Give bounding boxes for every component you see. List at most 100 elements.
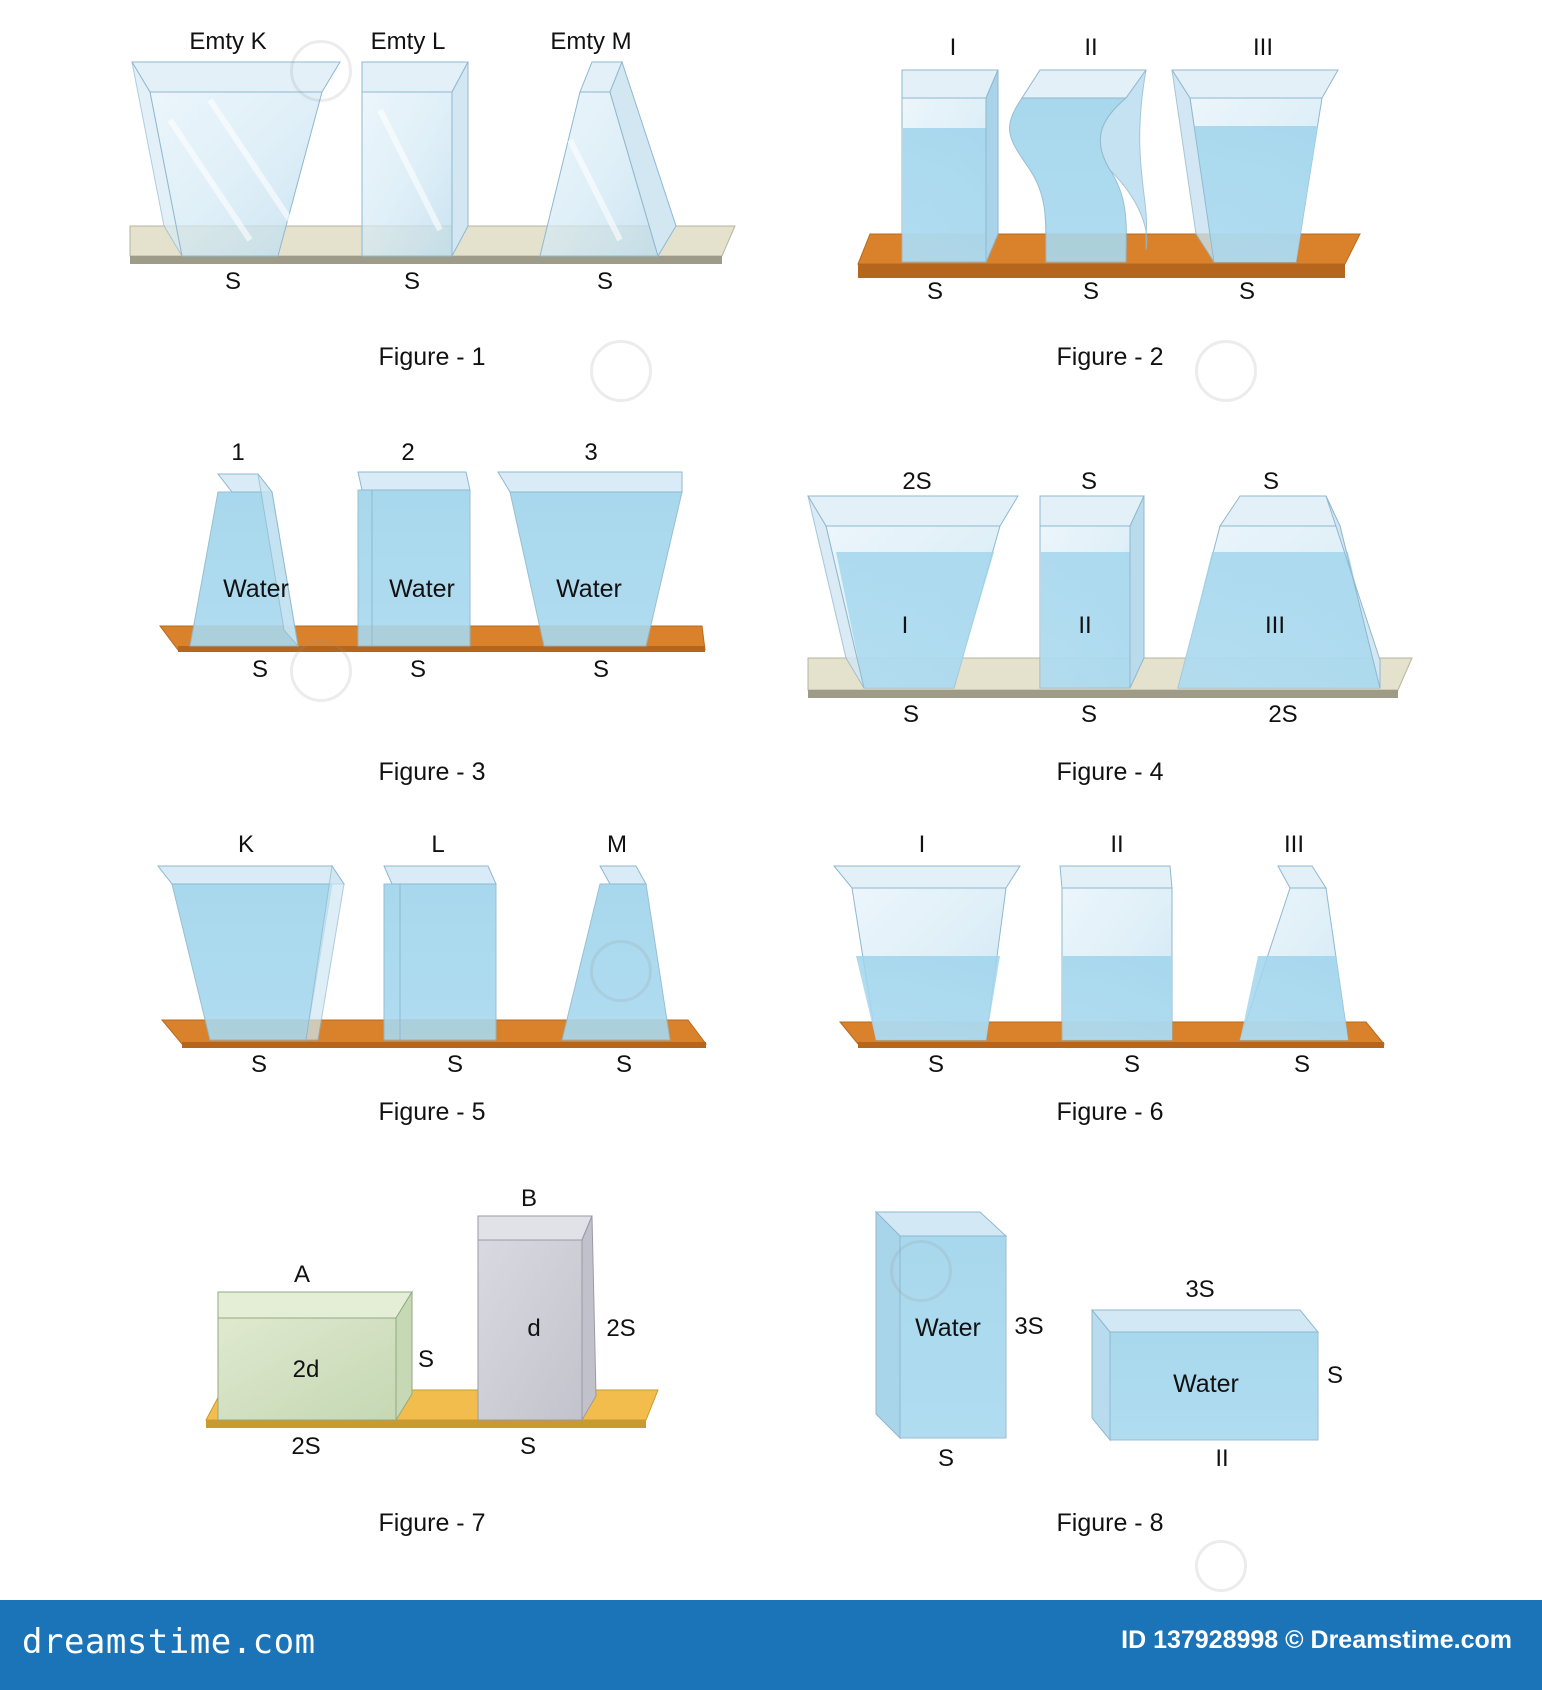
fig8-side-label-s: S [1327, 1362, 1343, 1389]
container-emty-m [539, 60, 677, 258]
fig5-top-label-l: L [431, 831, 444, 858]
water-fill [357, 489, 471, 647]
fig3-top-label-1: 1 [231, 439, 244, 466]
fig7-top-label-a: A [294, 1261, 310, 1288]
water-fill [1194, 126, 1318, 262]
fig4-top-label-2: S [1081, 468, 1097, 495]
wide-water-block [1090, 1308, 1320, 1442]
shelf-beige-front [808, 690, 1398, 698]
figure-8-title: Figure - 8 [1057, 1509, 1164, 1537]
fig5-top-label-k: K [238, 831, 254, 858]
fig1-top-label-l: Emty L [371, 28, 446, 55]
block-b [477, 1215, 597, 1422]
footer-bar: dreamstime.com ID 137928998 © Dreamstime… [0, 1600, 1542, 1690]
figure-3-title: Figure - 3 [379, 758, 486, 786]
shelf-orange-front [182, 1042, 706, 1048]
fig8-bottom-label-s: S [938, 1445, 954, 1472]
water-fill [1109, 1331, 1319, 1441]
water-fill [1240, 956, 1348, 1040]
fig3-water-label-1: Water [223, 575, 289, 603]
fig2-bottom-label-1: S [927, 278, 943, 305]
fig3-bottom-label-3: S [593, 656, 609, 683]
water-fill [509, 491, 683, 647]
fig8-side-label-3s: 3S [1014, 1313, 1043, 1340]
water-fill [561, 883, 671, 1041]
fig1-top-label-k: Emty K [189, 28, 266, 55]
figure-2: I II III S S S Figure - 2 [857, 34, 1361, 371]
water-fill [1041, 552, 1130, 687]
tall-water-block [874, 1210, 1008, 1440]
fig3-bottom-label-2: S [410, 656, 426, 683]
water-fill [836, 552, 994, 688]
figure-4: 2S S S I II III S S 2S Figure - 4 [807, 468, 1413, 786]
container-i [901, 69, 999, 263]
container-iii [1171, 69, 1339, 263]
fig7-top-label-b: B [521, 1185, 537, 1212]
shelf-yellow-front [206, 1420, 646, 1428]
container-emty-l [361, 61, 469, 257]
footer-image-credit: ID 137928998 © Dreamstime.com [1121, 1626, 1512, 1654]
fig4-inner-label-iii: III [1265, 612, 1285, 639]
fig4-inner-label-ii: II [1078, 612, 1091, 639]
fig4-inner-label-i: I [902, 612, 909, 639]
figure-8: Water Water 3S S 3S S II Figure - 8 [874, 1210, 1343, 1537]
figure-1-title: Figure - 1 [379, 343, 486, 371]
fig8-water-label-2: Water [1173, 1370, 1239, 1398]
container-ii [1039, 495, 1145, 689]
fig6-bottom-label-2: S [1124, 1051, 1140, 1078]
fig3-top-label-3: 3 [584, 439, 597, 466]
fig1-bottom-label-2: S [404, 268, 420, 295]
shelf-orange-front [178, 646, 705, 652]
container-i [807, 495, 1019, 689]
fig4-bottom-label-3: 2S [1268, 701, 1297, 728]
fig3-top-label-2: 2 [401, 439, 414, 466]
water-fill [1063, 956, 1172, 1040]
figure-7: A B 2d d S 2S 2S S Figure - 7 [205, 1185, 659, 1537]
container-l [383, 865, 497, 1041]
fig5-bottom-label-2: S [447, 1051, 463, 1078]
container-2 [357, 471, 471, 647]
fig2-bottom-label-2: S [1083, 278, 1099, 305]
fig7-bottom-label-s: S [520, 1433, 536, 1460]
shelf-orange-front [858, 264, 1345, 278]
fig3-water-label-3: Water [556, 575, 622, 603]
water-fill [171, 883, 333, 1041]
fig6-bottom-label-1: S [928, 1051, 944, 1078]
container-ii [1059, 865, 1173, 1041]
fig1-bottom-label-1: S [225, 268, 241, 295]
fig8-water-label-1: Water [915, 1314, 981, 1342]
fig4-bottom-label-1: S [903, 701, 919, 728]
fig8-bottom-label-ii: II [1215, 1445, 1228, 1472]
fig5-bottom-label-3: S [616, 1051, 632, 1078]
fig7-side-label-s: S [418, 1346, 434, 1373]
figure-5: K L M S S S Figure - 5 [156, 831, 707, 1126]
fig6-top-label-i: I [919, 831, 926, 858]
fig6-bottom-label-3: S [1294, 1051, 1310, 1078]
figure-7-title: Figure - 7 [379, 1509, 486, 1537]
fig2-top-label-iii: III [1253, 34, 1273, 61]
figure-6: I II III S S S Figure - 6 [832, 831, 1386, 1126]
container-iii [1177, 495, 1381, 689]
diagram-canvas: Emty K Emty L Emty M S S S Figure - 1 I … [129, 28, 1413, 1537]
fig7-bottom-label-2s: 2S [291, 1433, 320, 1460]
water-fill [383, 883, 497, 1041]
container-i [832, 865, 1021, 1041]
container-m [561, 865, 671, 1041]
fig2-top-label-i: I [950, 34, 957, 61]
figure-6-title: Figure - 6 [1057, 1098, 1164, 1126]
fig4-top-label-1: 2S [902, 468, 931, 495]
shelf-orange-front [858, 1042, 1384, 1048]
water-fill [856, 956, 1000, 1040]
fig2-top-label-ii: II [1084, 34, 1097, 61]
fig5-top-label-m: M [607, 831, 627, 858]
container-k [156, 864, 345, 1041]
water-fill [1178, 552, 1380, 688]
container-emty-k [131, 61, 341, 257]
fig5-bottom-label-1: S [251, 1051, 267, 1078]
fig2-bottom-label-3: S [1239, 278, 1255, 305]
footer-brand-logo[interactable]: dreamstime.com [22, 1622, 316, 1662]
fig4-top-label-3: S [1263, 468, 1279, 495]
fig7-side-label-2s: 2S [606, 1315, 635, 1342]
container-3 [497, 471, 683, 647]
figure-1: Emty K Emty L Emty M S S S Figure - 1 [129, 28, 736, 371]
